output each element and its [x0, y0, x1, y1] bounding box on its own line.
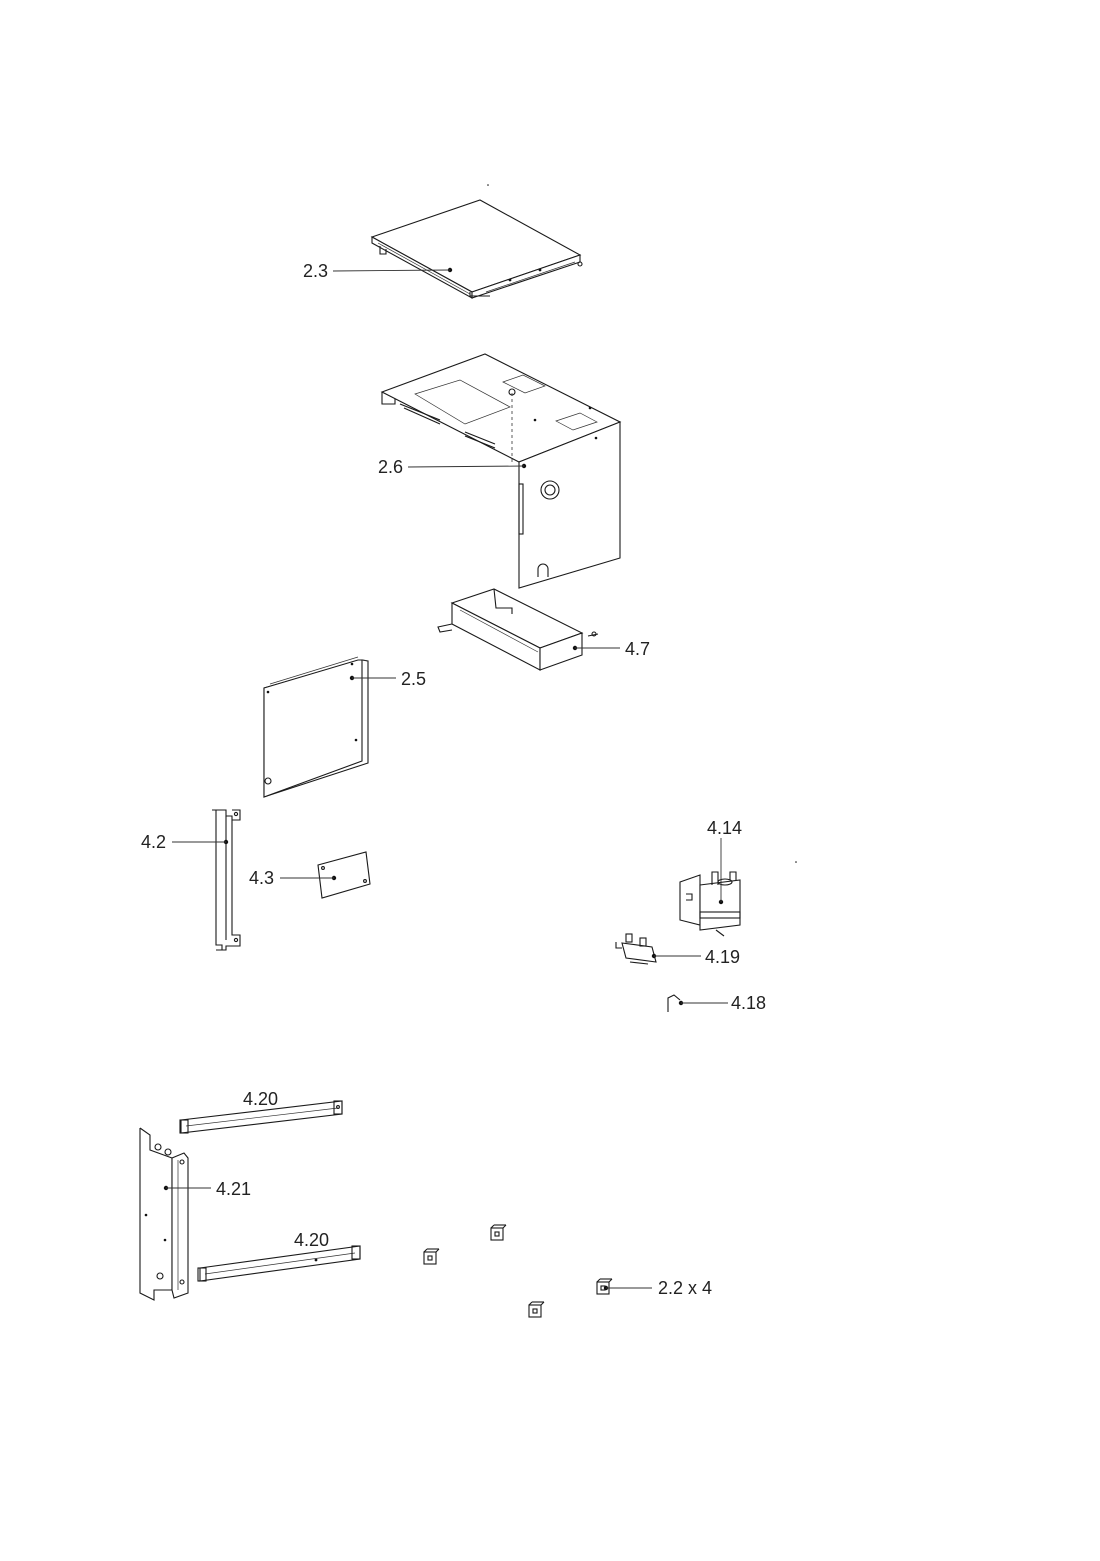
callout-label-4-7: 4.7: [625, 639, 650, 659]
callout-4-21: 4.21: [166, 1179, 251, 1199]
part-4-2-bracket: [212, 809, 241, 951]
clip-3: [596, 1278, 613, 1295]
callout-label-4-19: 4.19: [705, 947, 740, 967]
callout-2-3: 2.3: [303, 261, 451, 281]
callout-label-4-3: 4.3: [249, 868, 274, 888]
callout-4-18: 4.18: [681, 993, 766, 1013]
clip-2: [423, 1248, 440, 1265]
callout-label-4-20-top: 4.20: [243, 1089, 278, 1109]
clip-4: [528, 1301, 545, 1318]
part-4-18-pin: [667, 994, 684, 1012]
callout-label-4-21: 4.21: [216, 1179, 251, 1199]
callout-4-20-bottom: 4.20: [294, 1230, 329, 1250]
part-2-5-side-panel: [263, 656, 369, 798]
callout-4-14: 4.14: [707, 818, 742, 902]
callout-label-2-6: 2.6: [378, 457, 403, 477]
part-4-19-switch: [615, 933, 657, 965]
part-2-6-main-housing: [380, 353, 622, 589]
callout-label-2-2: 2.2 x 4: [658, 1278, 712, 1298]
part-4-21-side-frame: [139, 1127, 189, 1301]
callout-label-4-2: 4.2: [141, 832, 166, 852]
callout-label-2-3: 2.3: [303, 261, 328, 281]
callout-4-20-top: 4.20: [243, 1089, 278, 1109]
callout-label-4-18: 4.18: [731, 993, 766, 1013]
callout-label-4-20-bottom: 4.20: [294, 1230, 329, 1250]
part-4-7-tray: [437, 588, 599, 671]
part-2-2-clips: [423, 1224, 613, 1318]
clip-1: [490, 1224, 507, 1241]
part-4-14-component: [679, 871, 741, 937]
callout-2-6: 2.6: [378, 457, 525, 477]
callout-label-4-14: 4.14: [707, 818, 742, 838]
callout-4-7: 4.7: [575, 639, 650, 659]
callout-4-19: 4.19: [654, 947, 740, 967]
part-2-3-top-cover: [370, 199, 583, 299]
part-4-20-lower-rail: [197, 1245, 361, 1282]
callout-4-2: 4.2: [141, 832, 226, 852]
part-4-3-plate: [317, 851, 371, 899]
callout-label-2-5: 2.5: [401, 669, 426, 689]
callout-2-5: 2.5: [352, 669, 426, 689]
callout-4-3: 4.3: [249, 868, 334, 888]
callout-2-2: 2.2 x 4: [606, 1278, 712, 1298]
part-4-20-upper-rail: [179, 1100, 343, 1134]
